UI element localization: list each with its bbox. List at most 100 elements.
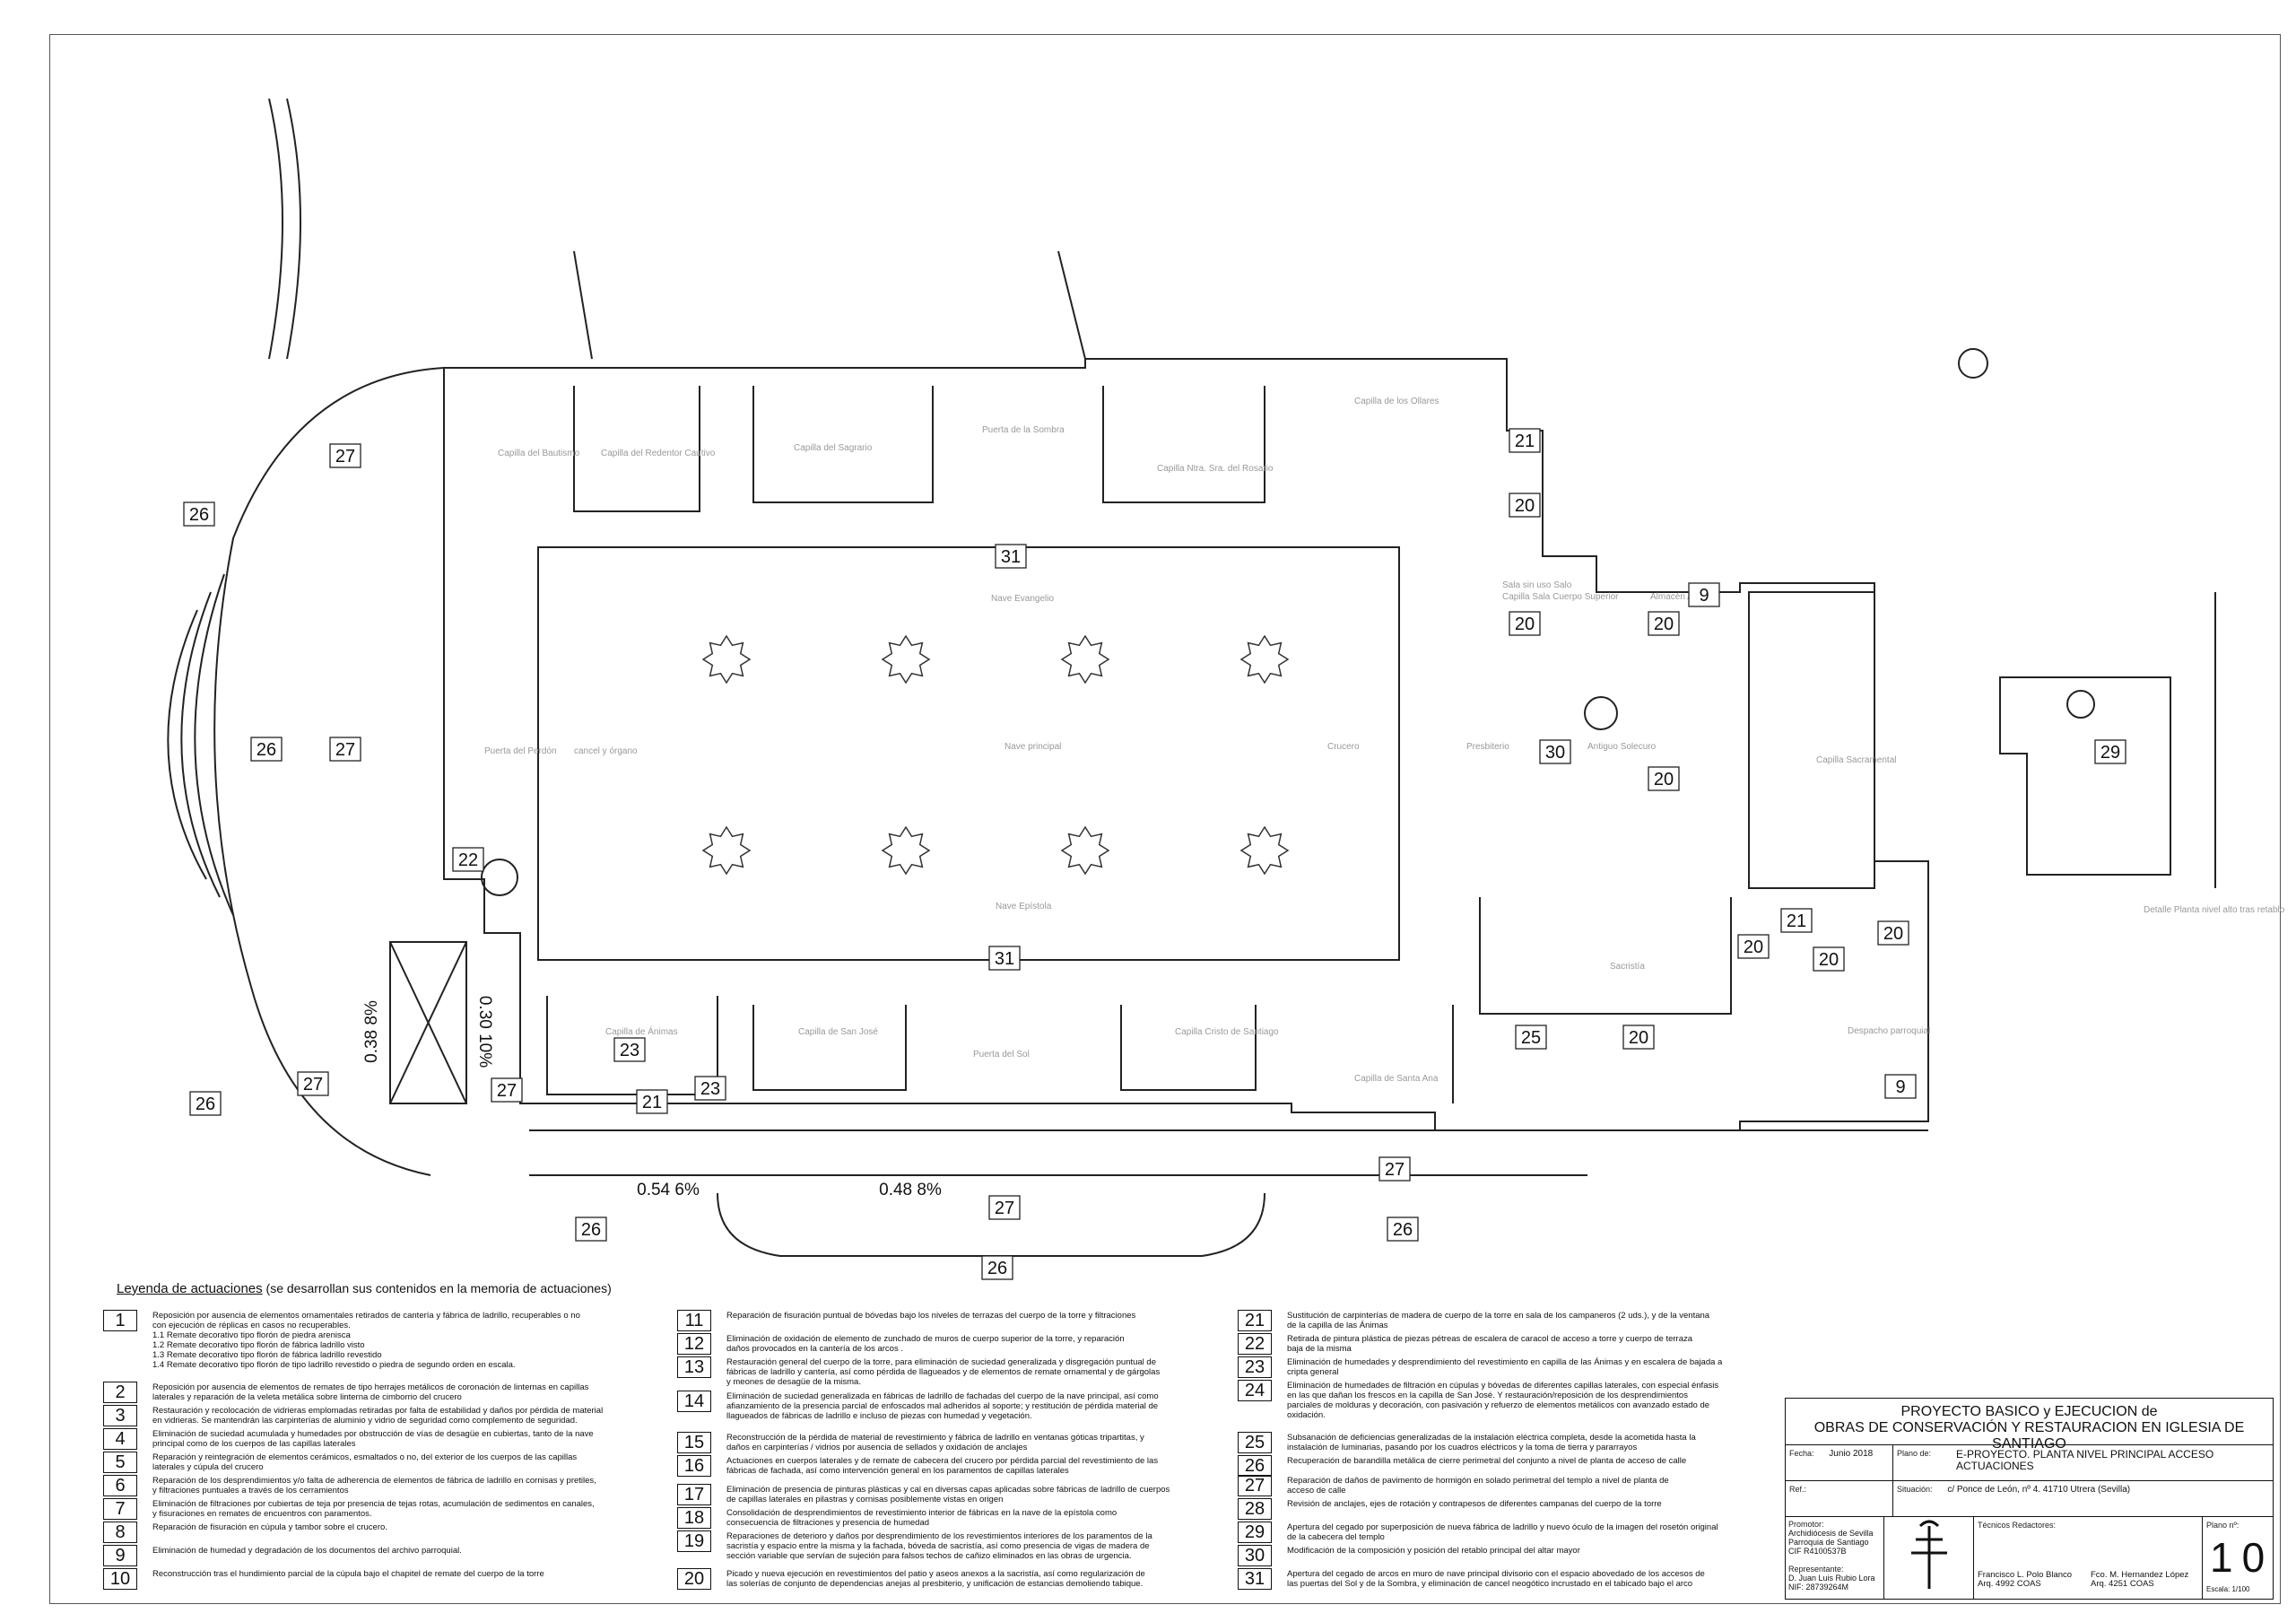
legend-item-number: 28 (1238, 1498, 1272, 1520)
west-steps (167, 573, 234, 916)
action-tag: 20 (1877, 920, 1909, 946)
legend-item-number: 9 (103, 1545, 137, 1566)
legend-item-text: Reconstrucción de la pérdida de material… (726, 1433, 1144, 1452)
nave-outline (537, 546, 1400, 961)
action-tag-box (1648, 766, 1680, 791)
action-tag-number: 20 (1744, 937, 1763, 957)
slope-labels: 0.38 8%0.30 10%0.54 6%0.48 8% (362, 996, 942, 1199)
action-tag-number: 27 (335, 740, 355, 760)
room-label: Antiguo Solecuro (1587, 742, 1657, 752)
room-label: Capilla de San José (798, 1027, 878, 1037)
location-value: c/ Ponce de León, nº 4. 41710 Utrera (Se… (1947, 1485, 2131, 1495)
action-tag-number: 20 (1654, 770, 1674, 789)
legend-item-number: 3 (103, 1405, 137, 1426)
action-tag-box (1688, 582, 1720, 607)
pillar (1060, 634, 1110, 685)
legend-item-text: Recuperación de barandilla metálica de c… (1287, 1456, 1687, 1466)
pillar (701, 825, 752, 876)
scale-value: 1/100 (2231, 1585, 2250, 1593)
legend-item-number: 31 (1238, 1568, 1272, 1590)
northwest-boundary (268, 98, 1086, 360)
action-tag-box (988, 1195, 1021, 1220)
action-tag: 27 (491, 1077, 523, 1103)
action-tag: 26 (250, 737, 283, 762)
legend-item-text: Retirada de pintura plástica de piezas p… (1287, 1334, 1693, 1354)
legend-item-number: 29 (1238, 1522, 1272, 1543)
legend-item-text: Reconstrucción tras el hundimiento parci… (152, 1569, 544, 1579)
room-label: Sacristía (1610, 962, 1645, 972)
ref-cell: Ref.: (1786, 1481, 1893, 1517)
action-tag-box (1648, 611, 1680, 636)
legend-title: Leyenda de actuaciones (117, 1281, 263, 1296)
legend-item-text: Subsanación de deficiencias generalizada… (1287, 1433, 1696, 1452)
action-tag-box (988, 946, 1021, 971)
plan-name-cell: Plano de: E-PROYECTO. PLANTA NIVEL PRINC… (1893, 1445, 2273, 1481)
action-tag-number: 21 (642, 1093, 662, 1112)
promoter-label: Promotor: (1788, 1520, 1824, 1529)
action-tag: 22 (452, 847, 484, 872)
room-label: Capilla Sacramental (1816, 755, 1897, 765)
promoter-cell: Promotor: Archidiócesis de Sevilla Parro… (1786, 1517, 1884, 1599)
legend-item-text: Eliminación de presencia de pinturas plá… (726, 1485, 1170, 1504)
room-label: Nave principal (1004, 742, 1061, 752)
stair-spiral-2 (1584, 696, 1618, 730)
slope-label: 0.30 10% (475, 996, 494, 1068)
legend-item-number: 27 (1238, 1475, 1272, 1496)
action-tag-number: 20 (1819, 950, 1839, 970)
action-tag-number: 9 (1895, 1077, 1905, 1097)
action-tag-box (250, 737, 283, 762)
action-tag-box (1387, 1216, 1419, 1242)
legend-item-text: Restauración general del cuerpo de la to… (726, 1357, 1161, 1387)
title-block: PROYECTO BASICO y EJECUCION de OBRAS DE … (1785, 1398, 2274, 1600)
archdiocese-logo (1884, 1517, 1974, 1599)
legend-item-text: Eliminación de oxidación de elemento de … (726, 1334, 1125, 1354)
action-tag: 27 (297, 1071, 329, 1096)
slope-label: 0.38 8% (362, 1000, 381, 1063)
slope-label: 0.48 8% (879, 1181, 942, 1199)
legend-item-number: 24 (1238, 1380, 1272, 1401)
action-tag-number: 27 (995, 1199, 1014, 1218)
sacristy (1452, 897, 1732, 1103)
legend-item-text: Actuaciones en cuerpos laterales y de re… (726, 1456, 1159, 1476)
action-tag-box (1509, 493, 1541, 518)
action-tag-box (995, 544, 1027, 569)
action-tag: 27 (988, 1195, 1021, 1220)
technicians-label: Técnicos Redactores: (1978, 1521, 2057, 1530)
room-label: Puerta del Perdón (484, 746, 557, 756)
room-label: Puerta del Sol (973, 1050, 1030, 1060)
legend-item-number: 1 (103, 1310, 137, 1331)
action-tag: 31 (988, 946, 1021, 971)
action-tag: 26 (575, 1216, 607, 1242)
legend-item-text: Eliminación de humedades y desprendimien… (1287, 1357, 1723, 1377)
room-label: Nave Epístola (996, 902, 1052, 911)
legend-item-number: 15 (677, 1432, 711, 1453)
action-tag: 20 (1509, 493, 1541, 518)
chapel-row-south (546, 996, 1257, 1095)
legend-item-text: Modificación de la composición y posició… (1287, 1546, 1580, 1556)
room-label: Almacén Archivo (1650, 592, 1718, 602)
action-tag-box (613, 1037, 646, 1062)
action-tag: 20 (1648, 766, 1680, 791)
action-tag-box (575, 1216, 607, 1242)
action-tag-box (981, 1255, 1013, 1280)
legend-item-number: 11 (677, 1310, 711, 1331)
room-label: Capilla Sala Cuerpo Superior (1502, 592, 1619, 602)
plan-number-label: Plano nº: (2206, 1521, 2239, 1530)
action-tag: 26 (183, 501, 215, 527)
ref-label: Ref.: (1789, 1485, 1807, 1494)
action-tag-number: 21 (1515, 432, 1535, 451)
action-tag-number: 26 (189, 505, 209, 525)
room-label: Capilla de Ánimas (605, 1025, 678, 1037)
legend-item-number: 6 (103, 1475, 137, 1496)
action-tag: 20 (1509, 611, 1541, 636)
legend-item-number: 10 (103, 1568, 137, 1590)
action-tag-box (452, 847, 484, 872)
legend-item-number: 7 (103, 1498, 137, 1520)
action-tag-box (1378, 1156, 1411, 1182)
north-arrow (1958, 348, 1988, 379)
room-label: Capilla del Bautismo (498, 449, 580, 458)
columns (701, 634, 1290, 876)
action-tag-number: 23 (700, 1079, 720, 1099)
legend-item-text: Reposición por ausencia de elementos de … (152, 1382, 589, 1402)
